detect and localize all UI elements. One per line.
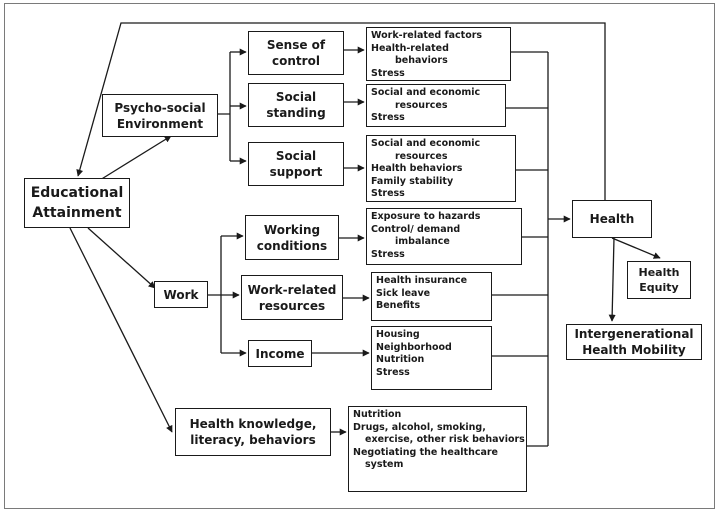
health-knowledge-box: Health knowledge,literacy, behaviors: [175, 408, 331, 456]
work-box: Work: [154, 281, 208, 308]
conditions-factors-box: Exposure to hazards Control/ demand imba…: [366, 208, 522, 265]
arrow-health-intergenerational: [608, 237, 616, 322]
income-factors-box: Housing Neighborhood Nutrition Stress: [371, 326, 492, 390]
diagram-frame: [4, 3, 715, 509]
income-box: Income: [248, 340, 312, 367]
feedback-arrow: [76, 22, 606, 200]
arrow-edu-knowledge: [69, 227, 173, 433]
resources-factors-box: Health insurance Sick leave Benefits: [371, 272, 492, 321]
arrow-health-equity: [611, 237, 661, 259]
knowledge-factors-box: Nutrition Drugs, alcohol, smoking, exerc…: [348, 406, 527, 492]
arrow-edu-psychosocial: [99, 135, 172, 181]
arrow-edu-work: [87, 227, 156, 289]
bracket-psychosocial: [218, 52, 231, 161]
health-box: Health: [572, 200, 652, 238]
support-factors-box: Social and economic resources Health beh…: [366, 135, 516, 202]
bracket-work: [208, 236, 222, 353]
standing-factors-box: Social and economic resources Stress: [366, 84, 506, 127]
control-factors-box: Work-related factors Health-related beha…: [366, 27, 511, 81]
